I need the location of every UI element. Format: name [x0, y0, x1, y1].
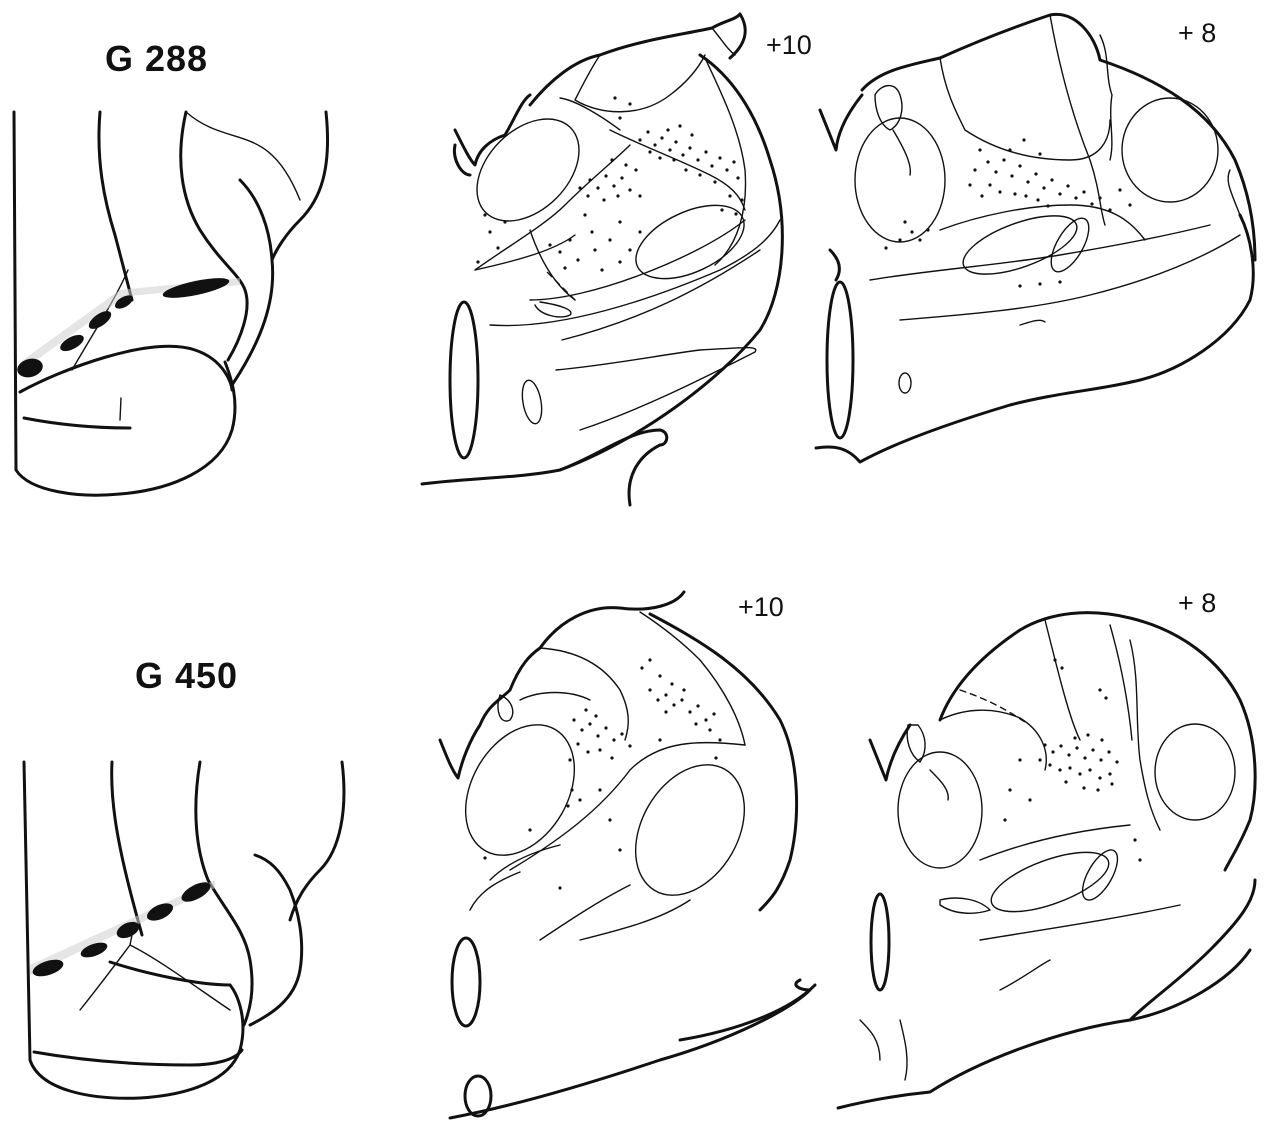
surface-view-g450: [24, 762, 344, 1098]
labeled-cells-g288-plus8: [884, 138, 1131, 287]
labeled-cells-g450-plus10: [483, 658, 721, 889]
labeled-cells-g450-plus8: [1003, 658, 1141, 861]
section-g288-plus10: [422, 14, 782, 505]
section-g450-plus8: [838, 613, 1255, 1108]
section-g288-plus8: [816, 14, 1255, 462]
section-g450-plus10: [440, 592, 815, 1118]
surface-view-g288: [14, 112, 328, 495]
